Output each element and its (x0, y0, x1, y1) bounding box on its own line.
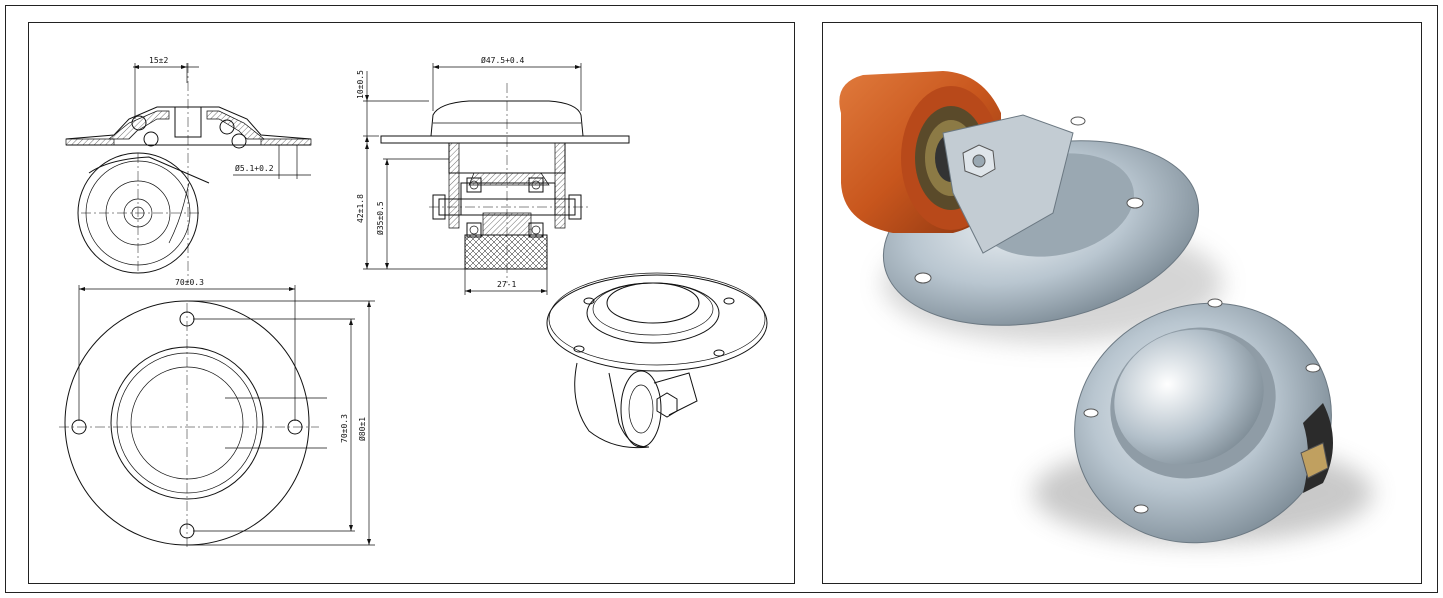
bearing-ball (143, 131, 159, 147)
bearing-ball (231, 133, 247, 149)
technical-drawing-panel: 15±2 Ø5.1+0.2 (28, 22, 795, 584)
dim-top-diameter: Ø47.5+0.4 (481, 55, 525, 65)
bearing-ball (219, 119, 235, 135)
caster-photo-illustration (839, 71, 1373, 544)
dim-hole-spacing-h: 70±0.3 (175, 278, 204, 287)
dim-hole: Ø5.1+0.2 (235, 163, 274, 173)
section-view-front: Ø47.5+0.4 10±0.5 42±1.8 Ø35±0.5 (356, 55, 630, 295)
dim-top-bore: 15±2 (149, 56, 168, 65)
section-view-top-left: 15±2 Ø5.1+0.2 (65, 56, 312, 283)
dim-wheel-diameter: Ø35±0.5 (375, 201, 385, 235)
plan-view: 70±0.3 70±0.3 Ø80±1 (59, 278, 375, 547)
isometric-view (546, 272, 768, 449)
technical-drawing: 15±2 Ø5.1+0.2 (59, 55, 768, 547)
product-photo-panel (822, 22, 1422, 584)
dim-wheel-width: 27-1 (497, 280, 516, 289)
caster-photo-1 (839, 71, 1223, 343)
dim-flange-height: 10±0.5 (356, 70, 365, 99)
dim-hole-spacing-v: 70±0.3 (340, 414, 349, 443)
dim-flange-diameter: Ø80±1 (357, 417, 367, 441)
dim-overall-height: 42±1.8 (356, 194, 365, 223)
sheet-frame: 15±2 Ø5.1+0.2 (5, 5, 1438, 593)
caster-photo-2 (1033, 298, 1373, 544)
bearing-ball (131, 115, 147, 131)
